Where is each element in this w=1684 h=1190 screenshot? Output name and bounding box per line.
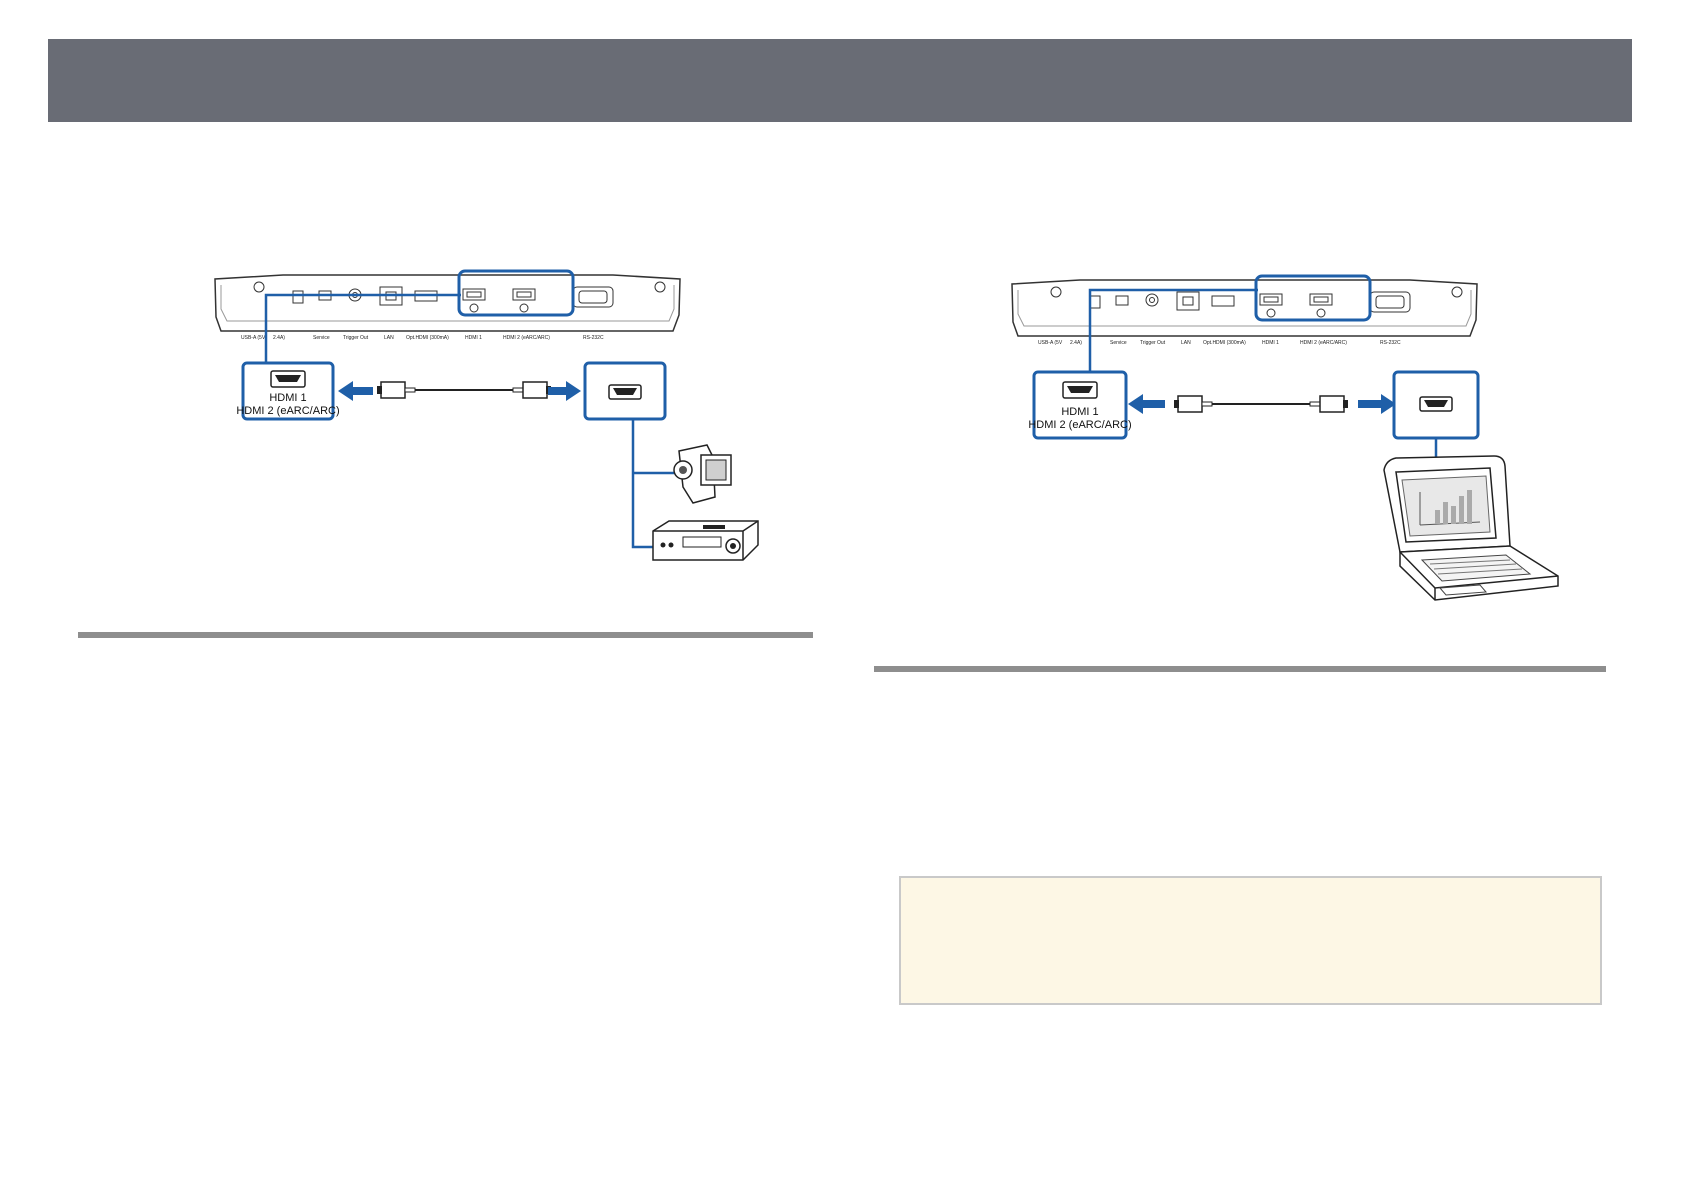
- laptop-icon: [1383, 455, 1559, 601]
- port-label-trigger: Trigger Out: [343, 335, 369, 341]
- arrow-left-icon: [338, 381, 373, 401]
- header-bar: [48, 39, 1632, 122]
- projector-panel-icon: [1011, 279, 1478, 337]
- hdmi-ports-highlight: [1254, 274, 1372, 322]
- hdmi-cable-icon: [1174, 395, 1348, 413]
- arrow-right-icon: [548, 381, 581, 401]
- connector-line: [264, 293, 461, 363]
- port-label-hdmi2: HDMI 2 (eARC/ARC): [503, 335, 550, 341]
- hdmi-port-icon: [1419, 396, 1453, 412]
- hdmi-ports-highlight: [457, 269, 575, 317]
- projector-panel-icon: [214, 274, 681, 332]
- projector-hdmi-box: [1032, 370, 1128, 440]
- port-label-hdmi2: HDMI 2 (eARC/ARC): [1300, 340, 1347, 346]
- port-label-lan: LAN: [384, 335, 394, 341]
- hdmi-port-icon: [1062, 381, 1098, 399]
- box-label-hdmi2: HDMI 2 (eARC/ARC): [1028, 419, 1131, 431]
- box-label-hdmi1: HDMI 1: [1061, 406, 1098, 418]
- port-label-opt-hdmi: Opt.HDMI (300mA): [406, 335, 449, 341]
- box-label-hdmi1: HDMI 1: [269, 392, 306, 404]
- connection-figure-computer: USB-A (5V 2.4A) Service Trigger Out LAN …: [1010, 270, 1570, 610]
- port-label-service: Service: [1110, 340, 1127, 346]
- port-label-lan: LAN: [1181, 340, 1191, 346]
- port-label-rs232c: RS-232C: [1380, 340, 1401, 346]
- section-rule-right: [874, 666, 1606, 672]
- port-label-trigger: Trigger Out: [1140, 340, 1166, 346]
- port-label-hdmi1: HDMI 1: [465, 335, 482, 341]
- hdmi-cable-icon: [377, 381, 551, 399]
- projector-hdmi-box: [241, 361, 335, 421]
- hdmi-port-icon: [270, 370, 306, 388]
- video-camera-icon: [673, 444, 732, 504]
- port-label-service: Service: [313, 335, 330, 341]
- note-box: [899, 876, 1602, 1005]
- port-label-usb-amps: 2.4A): [273, 335, 285, 341]
- port-label-usb: USB-A (5V: [1038, 340, 1063, 346]
- port-label-rs232c: RS-232C: [583, 335, 604, 341]
- connection-figure-video-devices: USB-A (5V 2.4A) Service Trigger Out LAN …: [213, 265, 773, 585]
- connector-line: [1088, 288, 1258, 372]
- av-receiver-icon: [652, 520, 759, 561]
- port-label-usb-amps: 2.4A): [1070, 340, 1082, 346]
- port-label-opt-hdmi: Opt.HDMI (300mA): [1203, 340, 1246, 346]
- arrow-right-icon: [1358, 394, 1396, 414]
- box-label-hdmi2: HDMI 2 (eARC/ARC): [236, 405, 339, 417]
- port-label-usb: USB-A (5V: [241, 335, 266, 341]
- hdmi-port-icon: [608, 384, 642, 400]
- arrow-left-icon: [1128, 394, 1165, 414]
- port-label-hdmi1: HDMI 1: [1262, 340, 1279, 346]
- section-rule-left: [78, 632, 813, 638]
